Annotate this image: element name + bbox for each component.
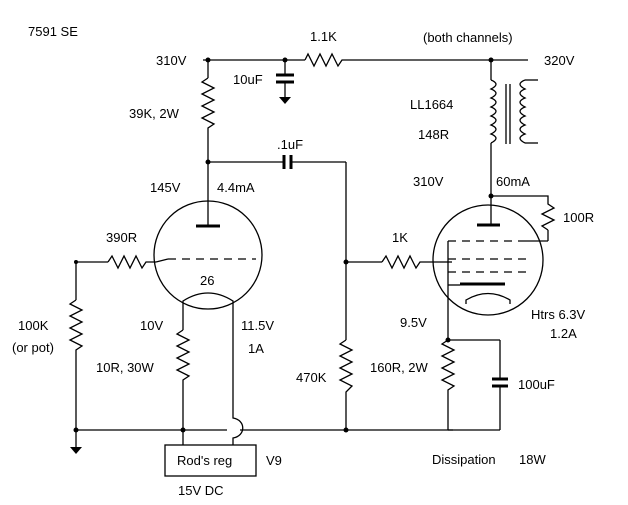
ground-rail	[70, 427, 453, 454]
label-htrs: Htrs 6.3V	[531, 307, 586, 322]
label-10v: 10V	[140, 318, 163, 333]
regulator-box	[164, 444, 257, 477]
label-dissipation: Dissipation	[432, 452, 496, 467]
capacitor-10uf	[276, 60, 294, 104]
label-160r: 160R, 2W	[370, 360, 429, 375]
label-15v-dc: 15V DC	[178, 483, 224, 498]
resistor-100r	[491, 195, 556, 231]
resistor-1k	[381, 254, 440, 270]
ground-icon	[279, 97, 291, 104]
label-4-4ma: 4.4mA	[217, 180, 255, 195]
label-10uf: 10uF	[233, 72, 263, 87]
resistor-100k	[68, 299, 84, 430]
output-tube-7591	[432, 204, 548, 316]
resistor-10r	[175, 329, 191, 445]
label-1k1: 1.1K	[310, 29, 337, 44]
label-or-pot: (or pot)	[12, 340, 54, 355]
label-148r: 148R	[418, 127, 449, 142]
transformer-ll1664	[489, 60, 538, 144]
label-1k: 1K	[392, 230, 408, 245]
capacitor-100uf	[492, 377, 508, 388]
label-60ma: 60mA	[496, 174, 530, 189]
resistor-160r	[440, 339, 456, 430]
label-145v: 145V	[150, 180, 181, 195]
driver-tube-26	[153, 200, 263, 310]
label-ll1664: LL1664	[410, 97, 453, 112]
label-390r: 390R	[106, 230, 137, 245]
label-both-channels: (both channels)	[423, 30, 513, 45]
label-470k: 470K	[296, 370, 327, 385]
resistor-39k	[200, 77, 216, 140]
label-310v-right: 310V	[413, 174, 444, 189]
label-v9: V9	[266, 453, 282, 468]
diagram-title: 7591 SE	[28, 24, 78, 39]
label-100r: 100R	[563, 210, 594, 225]
label-310v-left: 310V	[156, 53, 187, 68]
label-rods-reg: Rod's reg	[177, 453, 232, 468]
label-10r-30w: 10R, 30W	[96, 360, 155, 375]
ground-icon	[70, 447, 82, 454]
label-1a: 1A	[248, 341, 264, 356]
capacitor-0u1	[282, 155, 293, 169]
label-9-5v: 9.5V	[400, 315, 427, 330]
label-htrs-current: 1.2A	[550, 326, 577, 341]
label-100k: 100K	[18, 318, 49, 333]
label-tube-26: 26	[200, 273, 214, 288]
label-dissipation-value: 18W	[519, 452, 546, 467]
label-11-5v: 11.5V	[241, 318, 274, 333]
resistor-1k1	[304, 52, 345, 68]
label-0u1: .1uF	[277, 137, 303, 152]
b-plus-rail	[203, 57, 528, 63]
label-320v: 320V	[544, 53, 575, 68]
resistor-470k	[338, 339, 354, 430]
resistor-390r	[107, 254, 156, 270]
label-100uf: 100uF	[518, 377, 555, 392]
label-39k: 39K, 2W	[129, 106, 180, 121]
